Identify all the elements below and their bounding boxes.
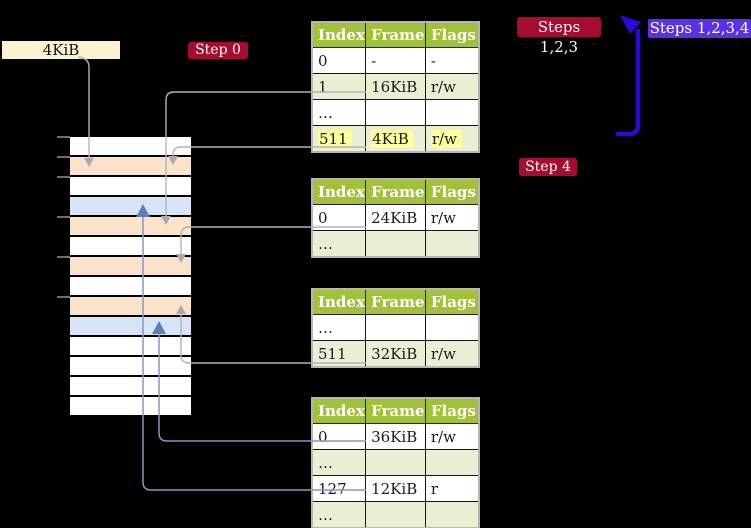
column-header: Frame: [365, 21, 426, 48]
steps-1-2-3-badge: Steps 1,2,3: [517, 17, 601, 56]
table-cell: 0: [311, 204, 367, 231]
memory-row-11: [70, 357, 191, 375]
table-cell: [365, 501, 426, 528]
step-0-badge: Step 0: [188, 42, 248, 59]
table-cell: [424, 230, 480, 258]
memory-row-1: [70, 157, 191, 175]
table-row: …: [311, 449, 480, 476]
memory-row-9: [70, 317, 191, 335]
column-header: Flags: [424, 397, 480, 424]
memory-row-12: [70, 377, 191, 395]
table-row: 0--: [311, 47, 480, 74]
memory-row-7: [70, 277, 191, 295]
table-cell: …: [311, 230, 367, 258]
table-cell: [424, 314, 480, 341]
column-header: Frame: [365, 178, 426, 205]
step-4-badge: Step 4: [519, 158, 577, 176]
memory-row-3: [70, 197, 191, 215]
highlighted-value: 4KiB: [371, 129, 413, 148]
memory-row-5: [70, 237, 191, 255]
column-header: Index: [311, 21, 367, 48]
table-cell: 0: [311, 47, 367, 74]
column-header: Frame: [365, 397, 426, 424]
table-row: 511 4KiB r/w: [311, 125, 480, 153]
cr3-address-label: 4KiB: [2, 41, 120, 59]
highlighted-value: r/w: [430, 129, 462, 148]
table-cell: r/w: [424, 204, 480, 231]
table-cell: r: [424, 475, 480, 502]
table-cell: 127: [311, 475, 367, 502]
table-cell: 4KiB: [365, 125, 426, 153]
highlighted-value: 511: [318, 129, 352, 148]
table-cell: 36KiB: [365, 423, 426, 450]
table-cell: 511: [311, 125, 367, 153]
column-header: Flags: [424, 288, 480, 315]
table-cell: [365, 230, 426, 258]
table-cell: r/w: [424, 125, 480, 153]
memory-row-8: [70, 297, 191, 315]
memory-row-10: [70, 337, 191, 355]
memory-row-4: [70, 217, 191, 235]
table-cell: r/w: [424, 423, 480, 450]
table-row: …: [311, 230, 480, 258]
column-header: Flags: [424, 21, 480, 48]
table-cell: [365, 449, 426, 476]
table-cell: [365, 314, 426, 341]
table-cell: [424, 501, 480, 528]
memory-column: [70, 137, 191, 415]
table-cell: 16KiB: [365, 73, 426, 100]
memory-row-2: [70, 177, 191, 195]
table-cell: -: [365, 47, 426, 74]
memory-tick-marks: [57, 136, 70, 298]
table-row: …: [311, 99, 480, 126]
table-cell: 12KiB: [365, 475, 426, 502]
table-cell: 32KiB: [365, 340, 426, 368]
table-row: …: [311, 314, 480, 341]
table-row: …: [311, 501, 480, 528]
column-header: Frame: [365, 288, 426, 315]
table-cell: …: [311, 449, 367, 476]
table-cell: 0: [311, 423, 367, 450]
column-header: Index: [311, 288, 367, 315]
table-cell: …: [311, 99, 367, 126]
table-cell: r/w: [424, 73, 480, 100]
steps-loop-arrow: [615, 15, 641, 137]
table-cell: …: [311, 314, 367, 341]
table-cell: r/w: [424, 340, 480, 368]
table-cell: [365, 99, 426, 126]
column-header: Index: [311, 178, 367, 205]
table-cell: …: [311, 501, 367, 528]
steps-1-2-3-4-badge: Steps 1,2,3,4: [648, 19, 751, 38]
table-cell: 24KiB: [365, 204, 426, 231]
table-cell: [424, 449, 480, 476]
memory-row-13: [70, 397, 191, 415]
table-cell: 1: [311, 73, 367, 100]
column-header: Index: [311, 397, 367, 424]
memory-row-6: [70, 257, 191, 275]
table-cell: 511: [311, 340, 367, 368]
memory-row-0: [70, 137, 191, 155]
table-cell: [424, 99, 480, 126]
column-header: Flags: [424, 178, 480, 205]
table-cell: -: [424, 47, 480, 74]
